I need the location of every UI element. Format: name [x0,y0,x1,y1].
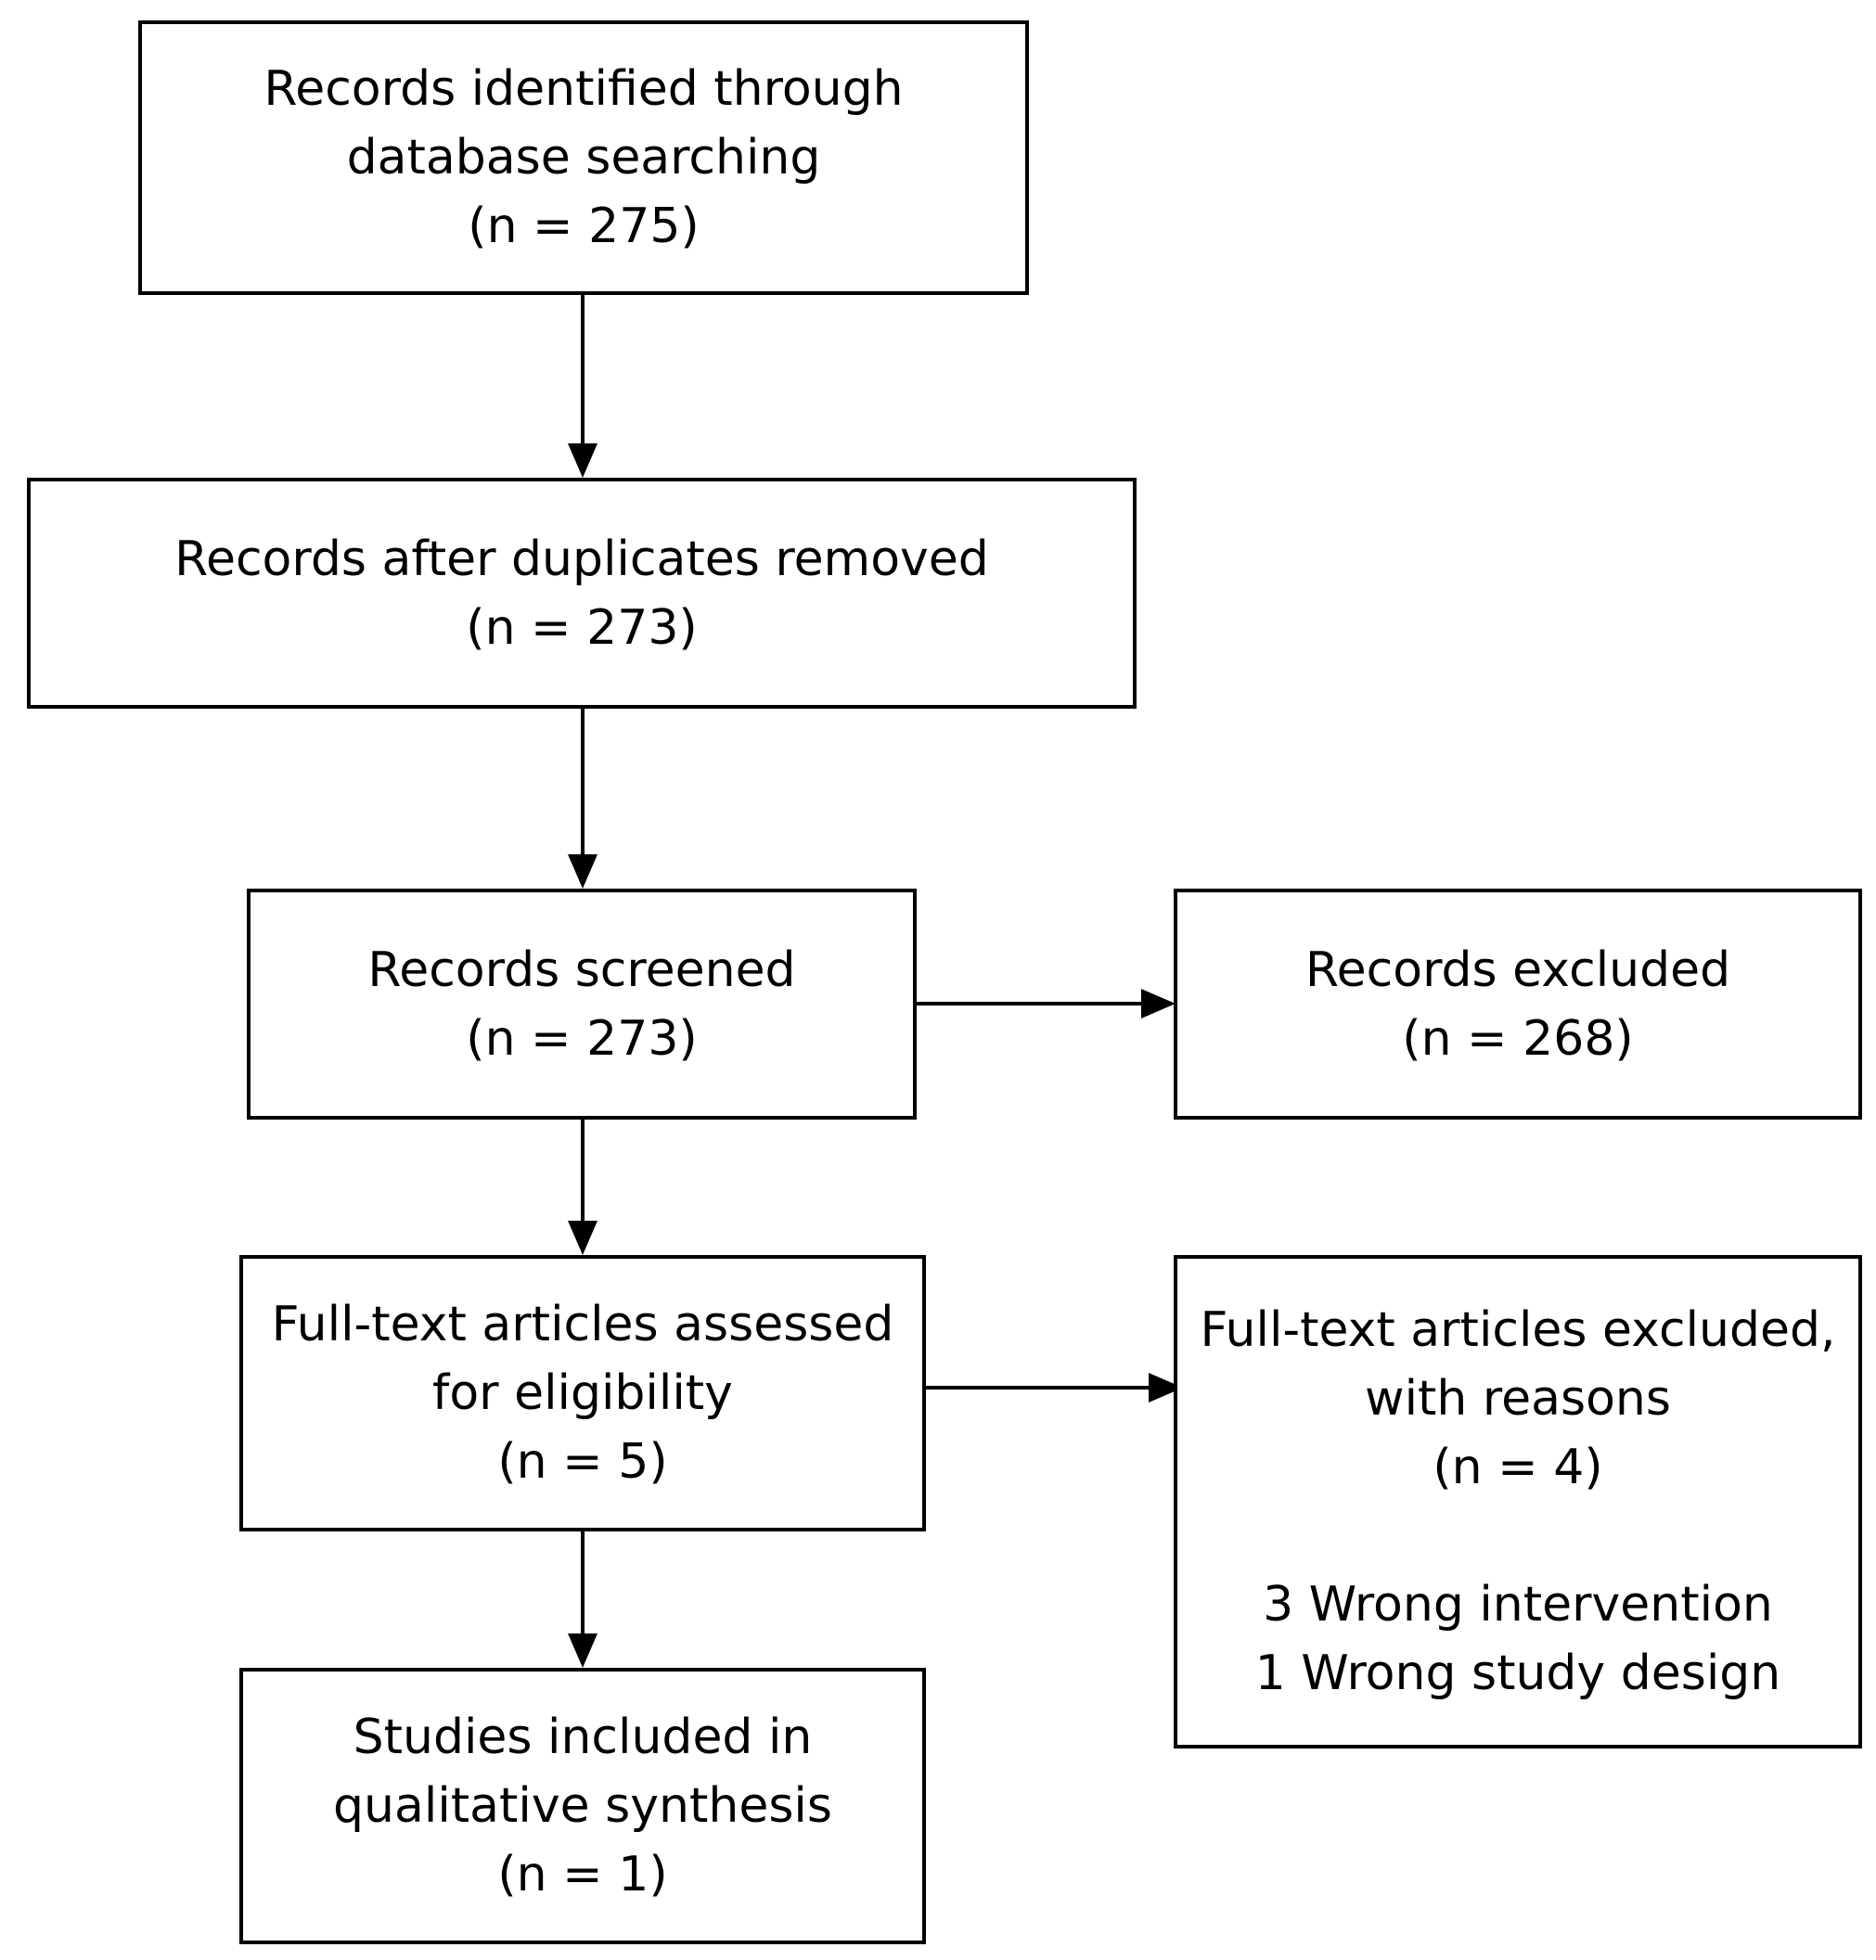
box-records-excluded: Records excluded (n = 268) [1174,889,1862,1120]
box-count: (n = 1) [497,1847,668,1902]
box-fulltext-excluded: Full-text articles excluded, with reason… [1174,1255,1862,1749]
box-line: for eligibility [432,1365,733,1421]
arrow-screened-to-fulltext [568,1120,597,1255]
arrow-fulltext-to-included [568,1531,597,1668]
exclusion-reason: 1 Wrong study design [1254,1646,1781,1701]
box-records-screened: Records screened (n = 273) [247,889,917,1120]
box-line: Records screened [367,942,796,998]
box-studies-included: Studies included in qualitative synthesi… [239,1668,926,1944]
box-count: (n = 4) [1433,1440,1603,1495]
box-line: Full-text articles assessed [271,1297,894,1352]
arrow-dedup-to-screened [568,709,597,889]
box-count: (n = 273) [466,1010,698,1067]
box-line: database searching [346,130,821,186]
box-fulltext-assessed: Full-text articles assessed for eligibil… [239,1255,926,1531]
box-count: (n = 275) [468,199,700,254]
box-line: with reasons [1365,1371,1671,1427]
arrow-identified-to-dedup [568,295,597,478]
box-count: (n = 273) [466,599,698,656]
box-count: (n = 5) [497,1434,668,1490]
exclusion-reason: 3 Wrong intervention [1263,1577,1773,1633]
arrow-fulltext-to-ft-excluded [926,1373,1183,1403]
box-line: Full-text articles excluded, [1200,1302,1836,1358]
arrow-screened-to-excluded [917,989,1176,1018]
box-count: (n = 268) [1402,1010,1634,1067]
box-line: qualitative synthesis [333,1778,832,1834]
box-line: Records after duplicates removed [174,531,989,587]
box-records-after-duplicates-removed: Records after duplicates removed (n = 27… [27,478,1137,709]
box-records-identified: Records identified through database sear… [138,20,1029,295]
box-line: Records excluded [1304,942,1731,998]
box-line: Studies included in [353,1710,813,1765]
box-line: Records identified through [263,61,904,117]
